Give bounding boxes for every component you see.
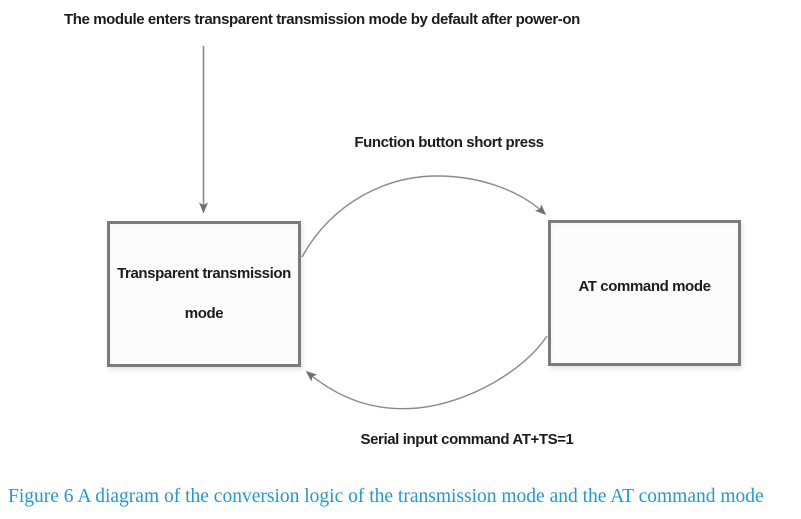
power-on-default-note: The module enters transparent transmissi… (64, 11, 580, 28)
at-command-mode-box: AT command mode (548, 220, 741, 366)
transparent-mode-label-line1: Transparent transmission (117, 265, 291, 282)
serial-input-command-label: Serial input command AT+TS=1 (360, 431, 574, 448)
arc-to-at-command-mode (301, 175, 547, 258)
transparent-transmission-mode-box: Transparent transmission mode (107, 221, 301, 367)
arc-to-transparent-mode (305, 335, 548, 410)
figure-caption: Figure 6 A diagram of the conversion log… (8, 486, 764, 507)
function-button-short-press-label: Function button short press (354, 134, 544, 151)
at-command-mode-label: AT command mode (578, 277, 711, 295)
transparent-mode-label-line2: mode (184, 305, 224, 322)
